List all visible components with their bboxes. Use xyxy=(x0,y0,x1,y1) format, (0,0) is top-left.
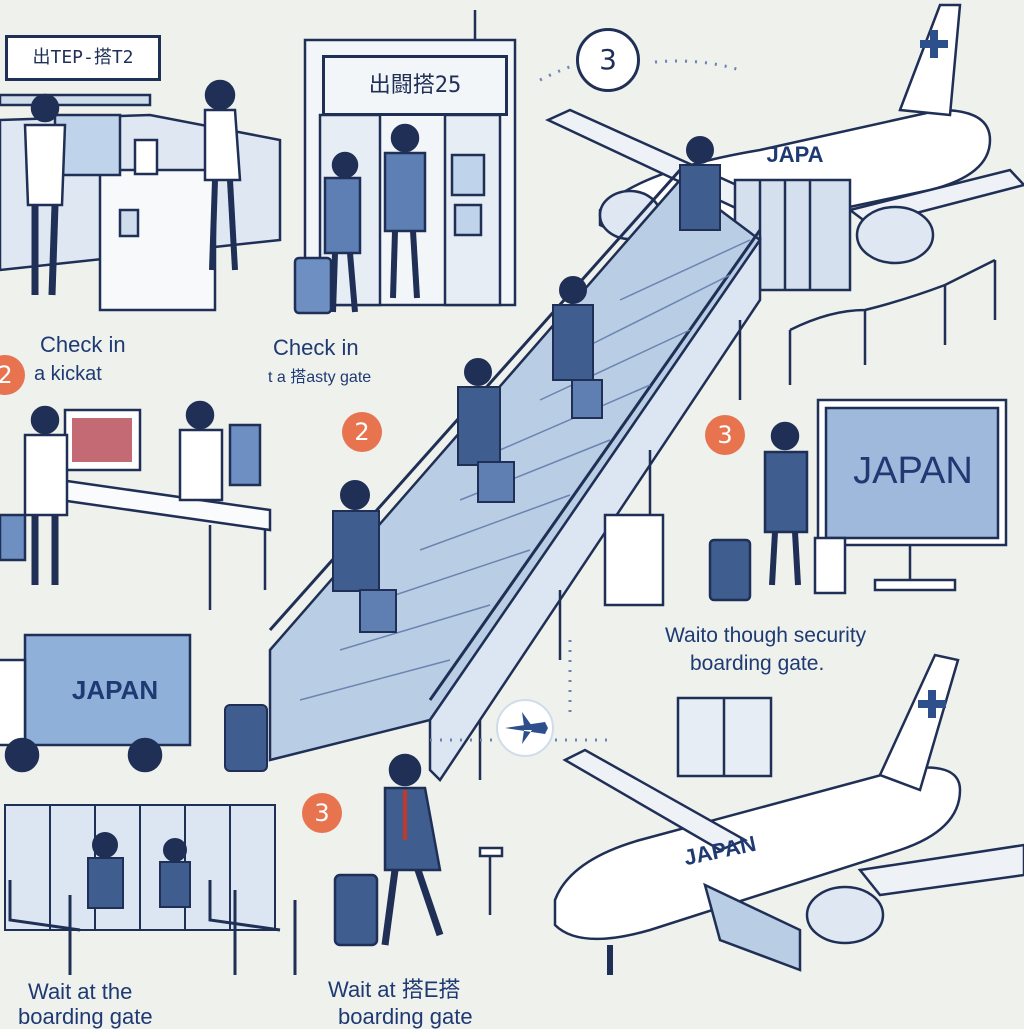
caption-wait-left-line2: boarding gate xyxy=(18,1004,153,1029)
dotted-connectors xyxy=(430,59,741,742)
step-badge-right: 3 xyxy=(705,415,745,455)
board-sign-label: JAPAN xyxy=(853,450,973,492)
checkin-counter-sign: 出TEP-搭T2 xyxy=(5,35,161,81)
plane-top-label: JAPA xyxy=(766,142,824,167)
baggage-cart xyxy=(676,696,773,778)
checkin-counter-scene xyxy=(0,79,282,312)
step-badge-center: 2 xyxy=(342,412,382,452)
caption-check-in-kiosk-line2: a kickat xyxy=(34,363,102,385)
caption-security: Waito though security xyxy=(665,624,867,647)
waiting-area xyxy=(4,804,297,975)
caption-check-in-gate: Check in xyxy=(273,335,359,360)
caption-security-line2: boarding gate. xyxy=(690,652,825,675)
caption-check-in-kiosk: Check in xyxy=(40,332,126,357)
walking-passenger xyxy=(333,753,504,947)
security-scene xyxy=(603,258,1008,607)
caption-wait-left: Wait at the xyxy=(28,979,133,1004)
truck xyxy=(0,633,192,773)
caption-wait-right-line2: boarding gate xyxy=(338,1004,473,1029)
caption-check-in-gate-line2: t a 搭asty gate xyxy=(268,369,372,386)
stair-passengers xyxy=(224,136,721,772)
step-badge-bottom: 3 xyxy=(302,793,342,833)
desk-scene xyxy=(0,400,272,610)
gate-sign: 出闘搭25 xyxy=(322,55,508,116)
caption-wait-right: Wait at 搭E搭 xyxy=(328,977,461,1002)
step-circle-indicator: 3 xyxy=(576,28,640,92)
truck-label: JAPAN xyxy=(71,675,159,705)
bottom-plane xyxy=(553,653,1024,975)
